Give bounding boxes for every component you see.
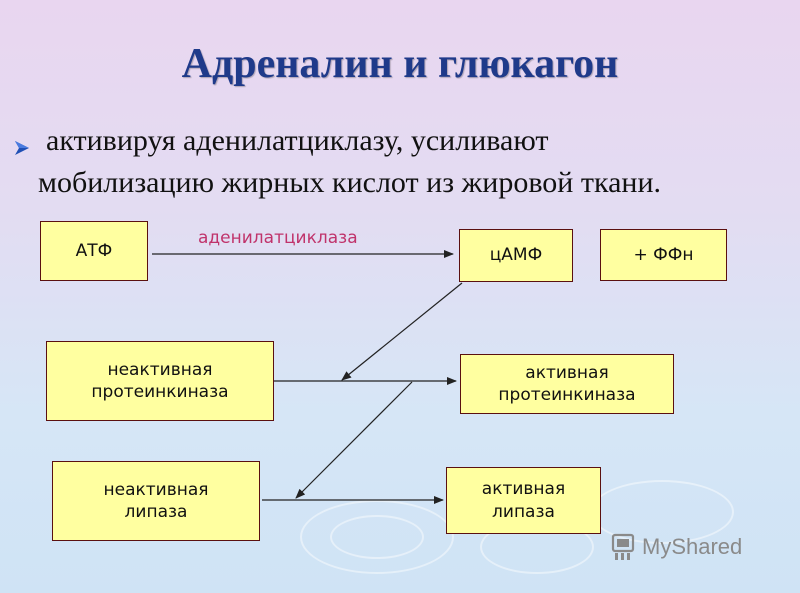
water-ripple-decoration <box>330 515 424 559</box>
slide-title: Адреналин и глюкагон <box>181 41 619 87</box>
node-inactive-lipase: неактивная липаза <box>52 461 260 541</box>
water-ripple-decoration <box>300 500 454 574</box>
node-inactive-protein-kinase: неактивная протеинкиназа <box>46 341 274 421</box>
arrow-kinase-to-lipase <box>295 381 413 499</box>
bullet-text-line-1: активируя аденилатциклазу, усиливают <box>46 124 549 157</box>
node-inactive-lipase-line-1: неактивная <box>103 479 209 500</box>
node-active-protein-kinase-line-2: протеинкиназа <box>498 385 636 405</box>
myshared-logo-icon <box>611 533 635 560</box>
node-phosphate: + ФФн <box>600 229 727 281</box>
enzyme-label-adenylate-cyclase: аденилатциклаза <box>198 228 358 248</box>
node-active-protein-kinase-line-1: активная <box>525 362 609 383</box>
myshared-watermark: MyShared <box>608 532 742 562</box>
node-active-lipase-line-1: активная <box>481 479 566 500</box>
node-active-lipase: активная липаза <box>446 467 601 534</box>
node-atf-label: АТФ <box>75 240 113 261</box>
bullet-arrow-icon <box>15 141 29 155</box>
node-camp: цАМФ <box>459 229 573 282</box>
arrow-camp-to-protein-kinase <box>341 282 463 381</box>
node-inactive-protein-kinase-line-1: неактивная <box>107 359 213 380</box>
node-inactive-lipase-line-2: липаза <box>124 502 188 522</box>
node-atf: АТФ <box>40 221 148 281</box>
bullet-text-line-2: мобилизацию жирных кислот из жировой тка… <box>38 166 661 199</box>
node-active-lipase-line-2: липаза <box>492 501 555 522</box>
node-active-protein-kinase: активная протеинкиназа <box>460 354 674 414</box>
myshared-watermark-text: MyShared <box>642 534 743 559</box>
node-inactive-protein-kinase-line-2: протеинкиназа <box>91 382 229 402</box>
node-phosphate-label: + ФФн <box>633 244 694 265</box>
node-camp-label: цАМФ <box>489 245 543 266</box>
